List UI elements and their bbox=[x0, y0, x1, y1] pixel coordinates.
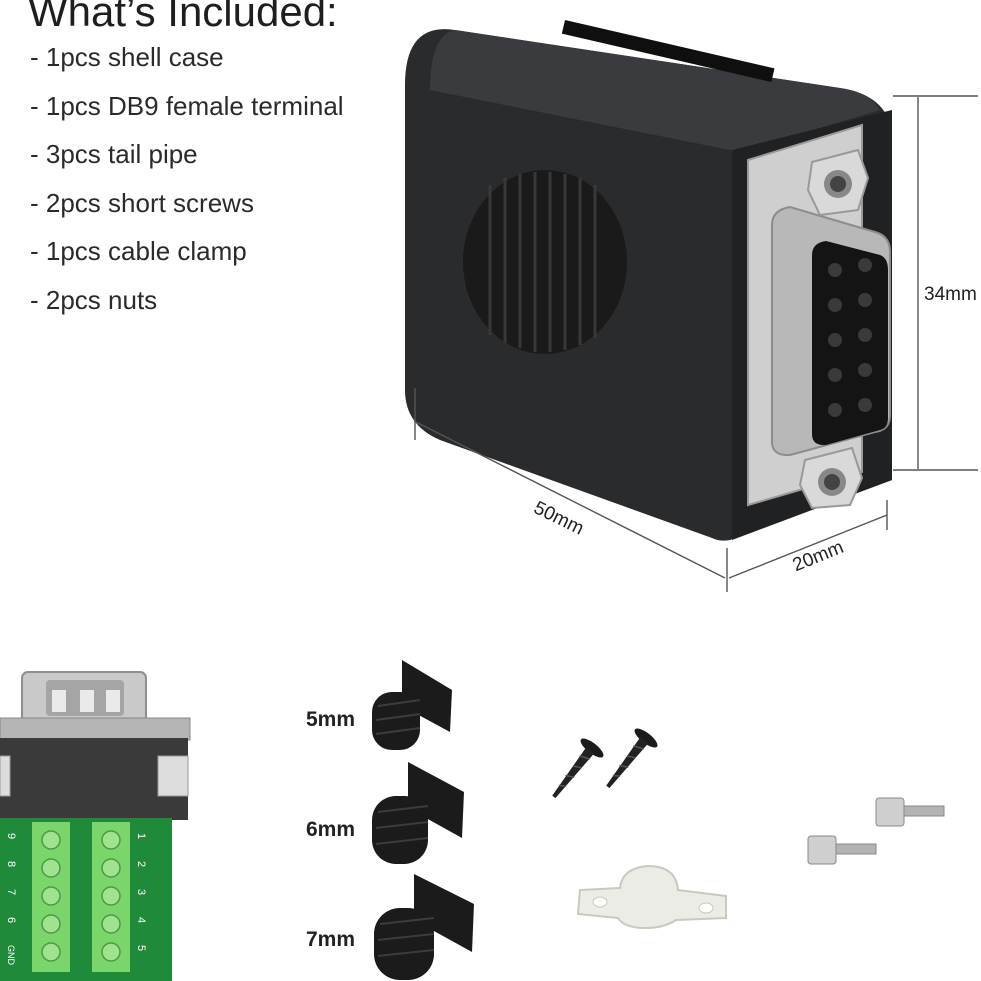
short-screws bbox=[552, 728, 658, 799]
cable-clamp bbox=[576, 864, 727, 930]
list-item: - 1pcs shell case bbox=[30, 42, 224, 72]
pin-label: GND bbox=[6, 945, 16, 965]
list-item: - 1pcs DB9 female terminal bbox=[30, 90, 344, 121]
pin-label: 9 bbox=[5, 833, 17, 840]
dimension-lines bbox=[414, 95, 978, 592]
pin-label: 1 bbox=[135, 833, 147, 840]
list-item: - 2pcs short screws bbox=[30, 187, 254, 218]
pin-label: 7 bbox=[5, 889, 17, 896]
nuts bbox=[807, 797, 945, 865]
list-item: - 2pcs nuts bbox=[30, 284, 158, 315]
page-title: What’s Included: bbox=[28, 0, 338, 35]
pin-label: 6 bbox=[5, 917, 17, 924]
terminal-pin-labels-left: 9 8 7 6 GND bbox=[4, 826, 18, 966]
terminal-pin-labels-right: 1 2 3 4 5 bbox=[134, 826, 148, 966]
tail-pipe-size-6: 6mm bbox=[306, 818, 356, 841]
pin-label: 4 bbox=[135, 917, 147, 924]
pin-label: 5 bbox=[135, 945, 147, 952]
tail-pipe-size-5: 5mm bbox=[306, 708, 356, 731]
list-item: - 3pcs tail pipe bbox=[30, 139, 198, 169]
db9-terminal bbox=[0, 671, 191, 981]
pin-label: 8 bbox=[5, 861, 17, 868]
tail-pipe-size-7: 7mm bbox=[306, 928, 356, 951]
dimension-height: 34mm bbox=[924, 284, 977, 305]
pin-label: 2 bbox=[135, 861, 147, 868]
included-items-list: - 1pcs shell case - 1pcs DB9 female term… bbox=[30, 40, 344, 331]
shell-case bbox=[405, 20, 892, 541]
tail-pipes bbox=[372, 660, 474, 980]
list-item: - 1pcs cable clamp bbox=[30, 236, 247, 266]
pin-label: 3 bbox=[135, 889, 147, 896]
